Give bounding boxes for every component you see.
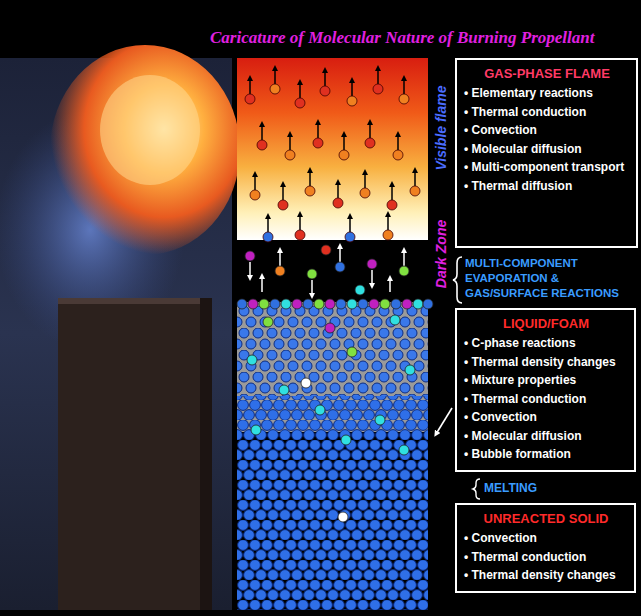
bullet-item: • C-phase reactions (464, 334, 628, 353)
bullet-item: • Thermal density changes (464, 566, 628, 585)
bullet-item: • Thermal conduction (464, 390, 628, 409)
surface-molecules (237, 299, 433, 522)
dark-zone-molecules (245, 245, 409, 295)
bullet-item: • Multi-component transport (464, 158, 630, 177)
bullet-item: • Thermal diffusion (464, 177, 630, 196)
bullet-item: • Thermal conduction (464, 103, 630, 122)
zone-label: Visible flame (433, 85, 449, 170)
bullet-item: • Molecular diffusion (464, 427, 628, 446)
flame-photo (0, 45, 240, 610)
bullet-item: • Mixture properties (464, 371, 628, 390)
molecular-column (237, 58, 428, 610)
bullet-item: • Elementary reactions (464, 84, 630, 103)
gas-molecule-dots (245, 84, 420, 242)
text-box: UNREACTED SOLID • Convection• Thermal con… (455, 503, 636, 593)
box-heading: GAS-PHASE FLAME (464, 65, 630, 82)
bracket (473, 479, 480, 499)
bullet-item: • Molecular diffusion (464, 140, 630, 159)
phase-label: MELTING (484, 481, 537, 496)
interface-label: MULTI-COMPONENT EVAPORATION & GAS/SURFAC… (465, 256, 639, 301)
box-heading: UNREACTED SOLID (464, 510, 628, 527)
bullet-item: • Convection (464, 121, 630, 140)
bracket (453, 257, 462, 303)
gas-molecules (250, 68, 415, 232)
bullet-item: • Thermal conduction (464, 548, 628, 567)
diagram-title: Caricature of Molecular Nature of Burnin… (210, 28, 594, 48)
text-box: LIQUID/FOAM• C-phase reactions• Thermal … (455, 308, 636, 472)
bullet-item: • Thermal density changes (464, 353, 628, 372)
pointer-arrow (436, 408, 452, 434)
bullet-item: • Bubble formation (464, 445, 628, 464)
bullet-item: • Convection (464, 408, 628, 427)
dark-zone-arrows (250, 246, 404, 296)
box-heading: LIQUID/FOAM (464, 315, 628, 332)
zone-label: Dark Zone (433, 220, 449, 288)
bullet-item: • Convection (464, 529, 628, 548)
text-box: GAS-PHASE FLAME• Elementary reactions• T… (455, 58, 638, 248)
